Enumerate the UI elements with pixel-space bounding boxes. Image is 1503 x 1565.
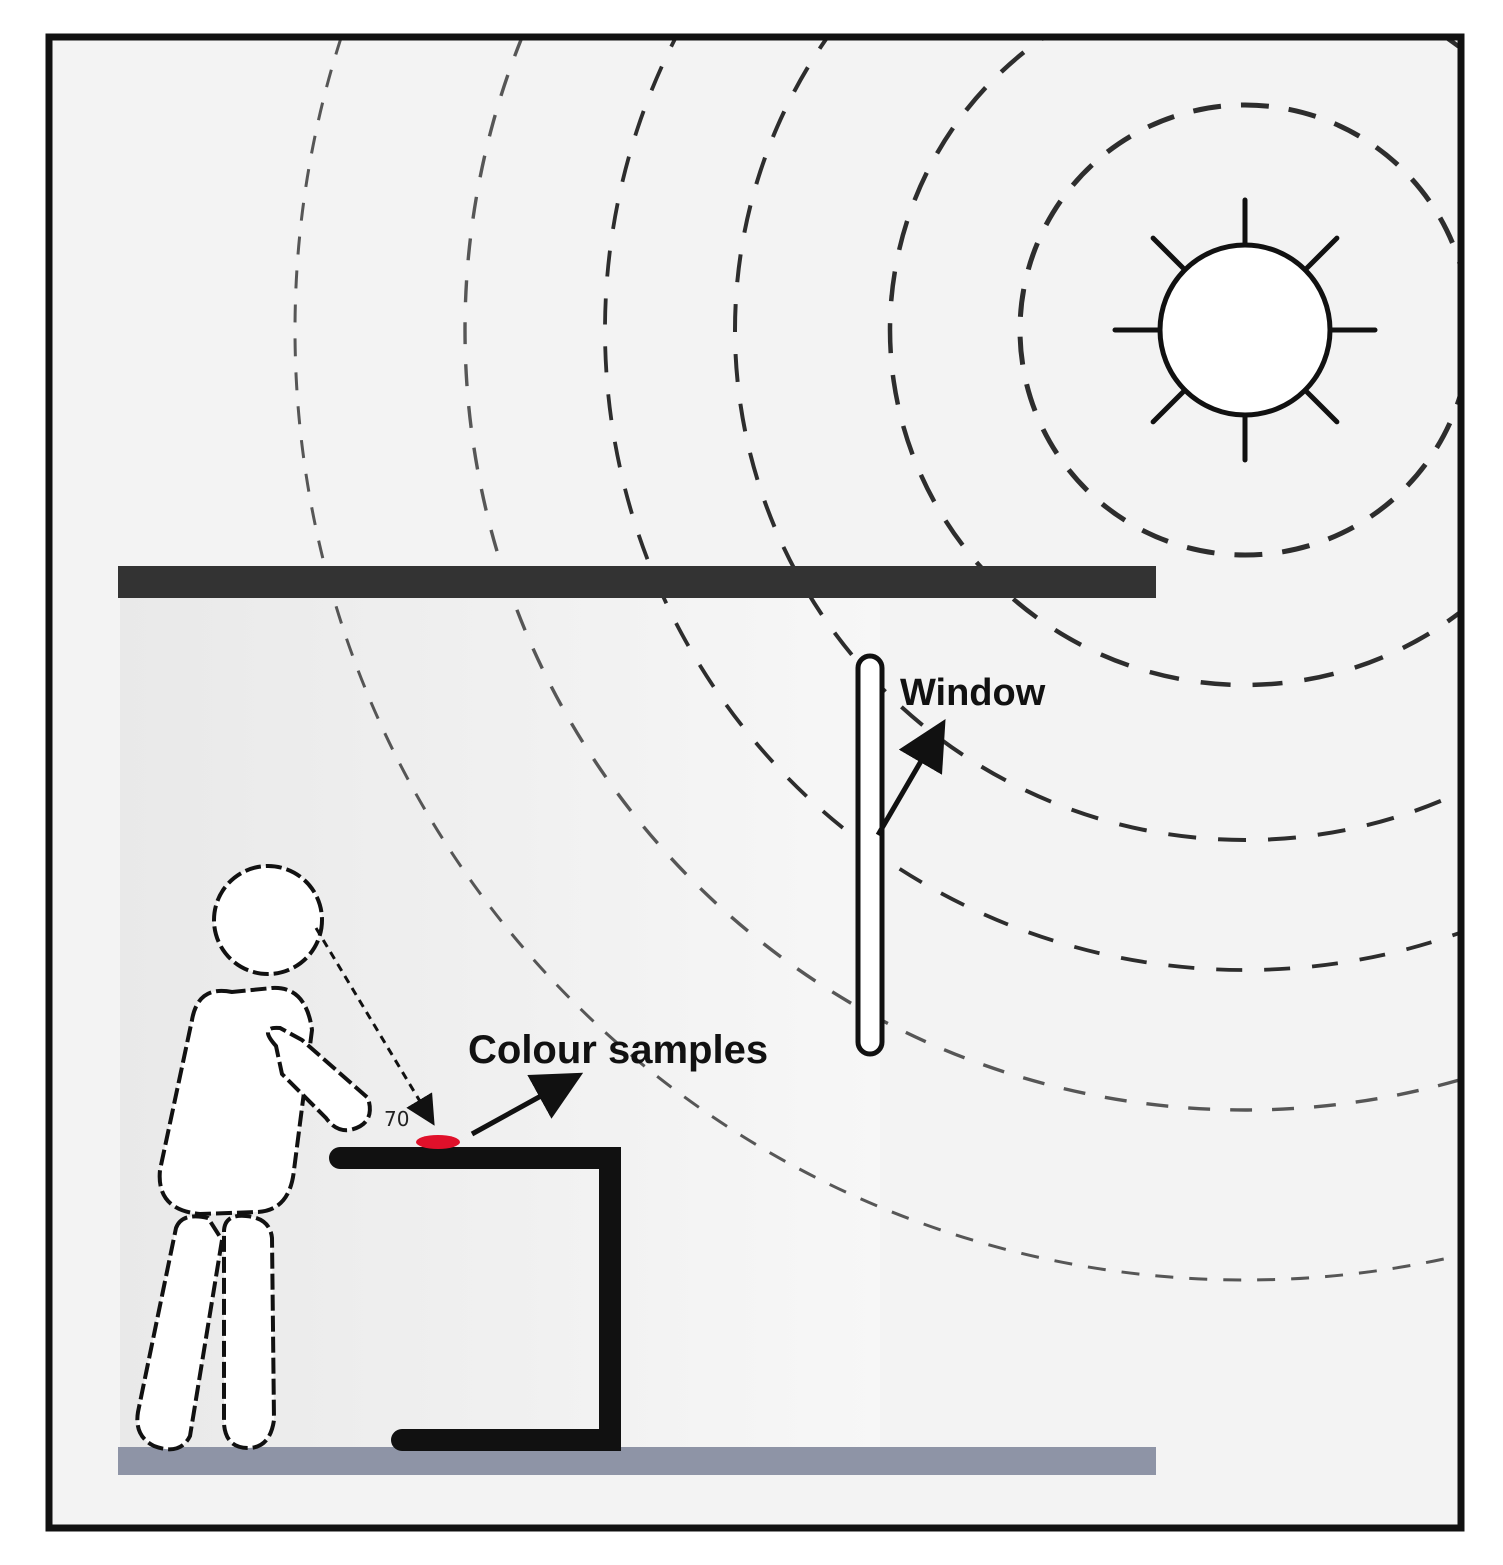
person-figure [135, 864, 372, 1452]
colour-samples-arrow [470, 1072, 584, 1137]
window-arrow [875, 719, 946, 837]
light-wave-ring [1017, 102, 1458, 558]
colour-sample-swatch [416, 1135, 460, 1149]
sun-ray [1302, 235, 1340, 273]
table [329, 1147, 621, 1451]
floor [118, 1447, 1156, 1475]
sun-ray [1150, 387, 1188, 425]
line-of-sight [314, 927, 435, 1126]
light-wave-ring [463, 40, 1458, 1112]
light-wave-rings [293, 40, 1458, 1282]
light-wave-ring [733, 40, 1458, 842]
viewing-angle-label: 70 [384, 1107, 409, 1131]
light-wave-ring [887, 40, 1458, 688]
colour-samples-label: Colour samples [468, 1028, 768, 1072]
diagram-frame [45, 33, 1465, 1532]
sun-ray [1302, 387, 1340, 425]
sun-icon [1112, 197, 1378, 463]
ceiling-slab [118, 566, 1156, 598]
sun-ray [1150, 235, 1188, 273]
window-pane [855, 653, 885, 1057]
window-label: Window [900, 672, 1046, 714]
